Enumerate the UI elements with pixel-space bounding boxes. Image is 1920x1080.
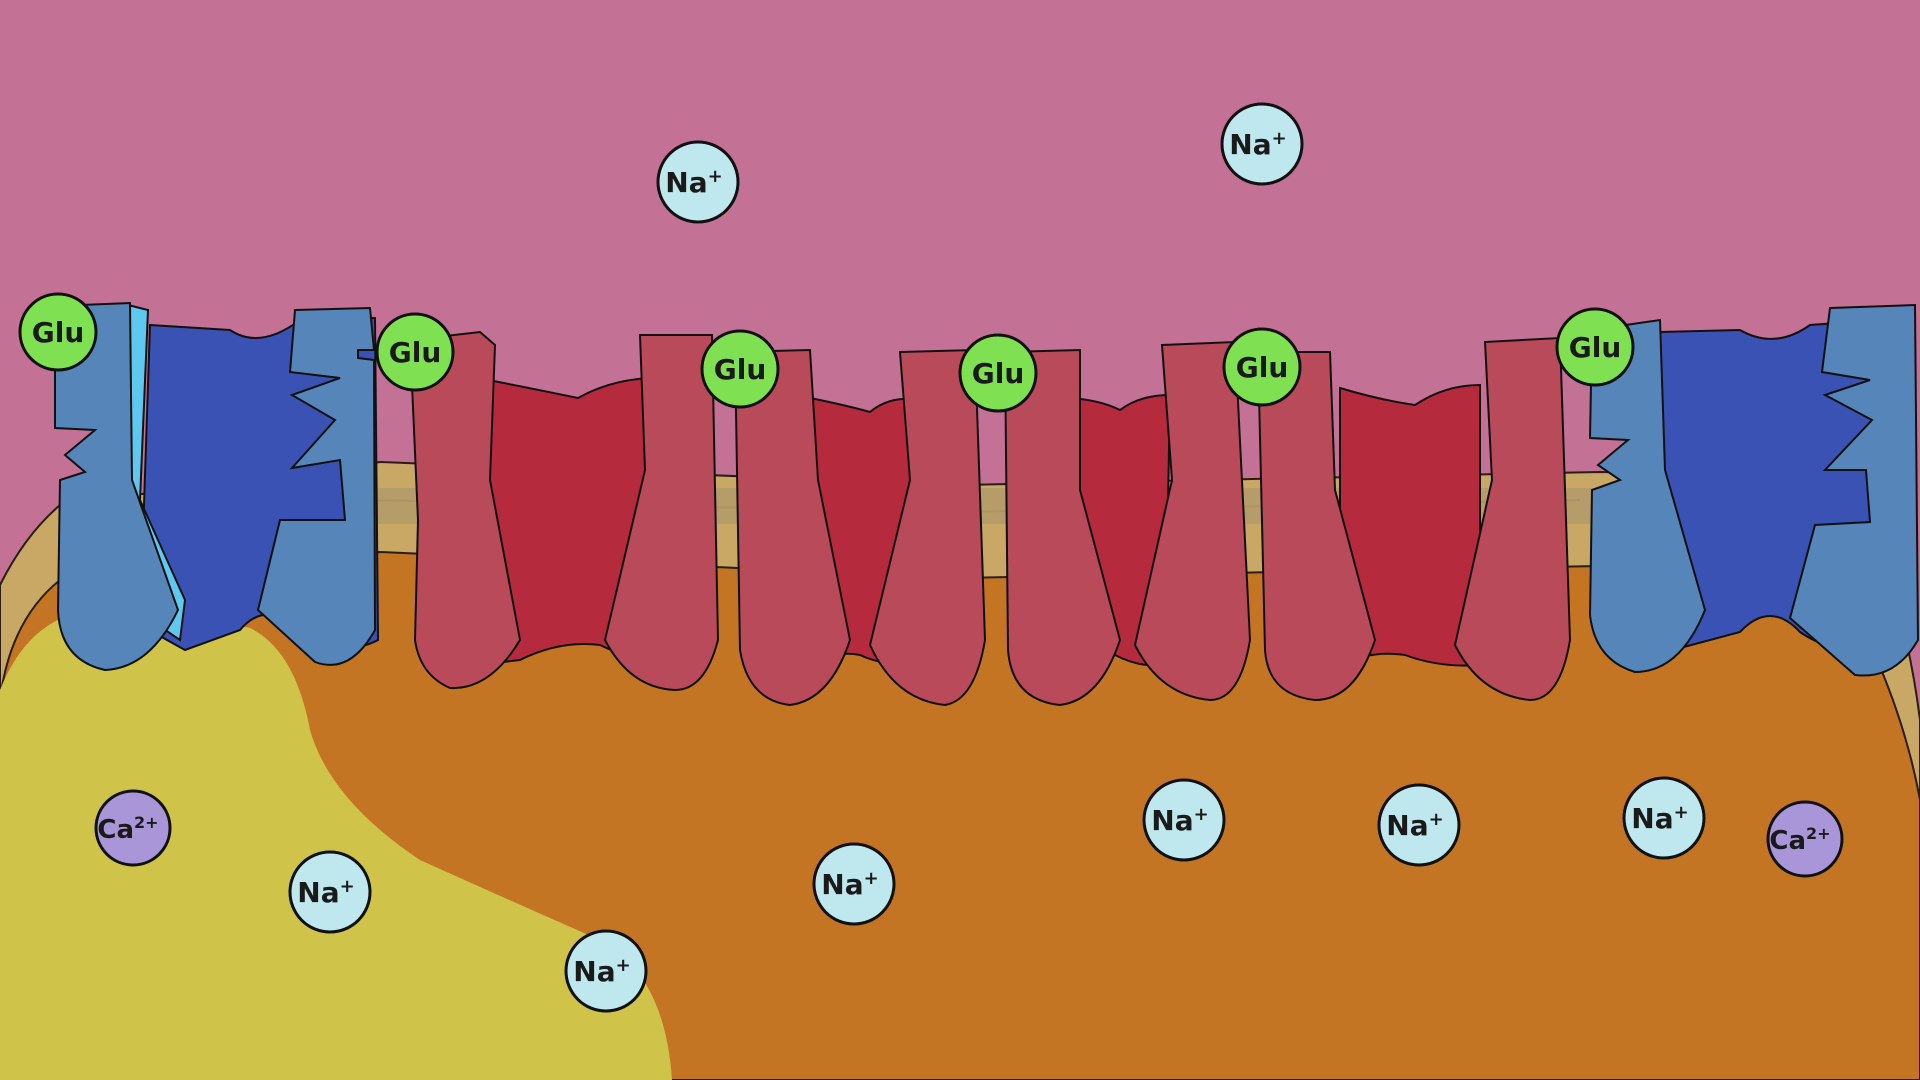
receptor-red-1-left	[408, 330, 522, 690]
sodium-ion-icon: Na+	[812, 842, 896, 926]
receptor-blue-left	[54, 301, 380, 672]
sodium-charge: +	[340, 876, 355, 897]
glutamate-molecule-icon: Glu	[700, 329, 780, 409]
calcium-ion-icon: Ca2+	[1766, 800, 1844, 878]
svg-text:Na+: Na+	[1229, 128, 1286, 161]
sodium-ion-icon: Na+	[564, 929, 648, 1013]
sodium-charge: +	[708, 166, 723, 187]
glutamate-label: Glu	[32, 316, 85, 349]
glutamate-label: Glu	[389, 336, 442, 369]
sodium-charge: +	[864, 868, 879, 889]
glutamate-molecule-icon: Glu	[1555, 307, 1635, 387]
receptor-red-4	[1256, 336, 1572, 702]
receptor-red-1	[408, 330, 720, 692]
sodium-ion-icon: Na+	[1220, 102, 1304, 186]
glutamate-molecule-icon: Glu	[1222, 327, 1302, 407]
glutamate-label: Glu	[972, 357, 1025, 390]
sodium-symbol: Na	[821, 868, 863, 901]
svg-text:Ca2+: Ca2+	[97, 813, 158, 845]
sodium-ion-icon: Na+	[288, 850, 372, 934]
sodium-charge: +	[1674, 802, 1689, 823]
receptor-red-3-left	[1003, 348, 1122, 707]
calcium-charge: 2+	[134, 813, 159, 832]
sodium-ion-icon: Na+	[656, 140, 740, 224]
calcium-ion-icon: Ca2+	[94, 789, 172, 867]
svg-text:Na+: Na+	[665, 166, 722, 199]
receptor-blue-right	[1588, 303, 1920, 677]
receptor-red-2	[733, 348, 987, 707]
sodium-charge: +	[1272, 128, 1287, 149]
sodium-charge: +	[616, 955, 631, 976]
receptor-blue-right-wall-b	[1788, 303, 1920, 677]
calcium-charge: 2+	[1806, 824, 1831, 843]
sodium-symbol: Na	[1386, 809, 1428, 842]
svg-text:Na+: Na+	[1151, 804, 1208, 837]
sodium-charge: +	[1429, 809, 1444, 830]
glutamate-molecule-icon: Glu	[375, 312, 455, 392]
sodium-symbol: Na	[1229, 128, 1271, 161]
sodium-ion-icon: Na+	[1142, 778, 1226, 862]
receptor-red-2-left	[733, 348, 852, 707]
sodium-ion-icon: Na+	[1377, 783, 1461, 867]
calcium-symbol: Ca	[97, 815, 134, 845]
receptor-red-4-right	[1453, 336, 1572, 702]
receptor-blue-right-wall-a	[1588, 318, 1707, 674]
svg-text:Na+: Na+	[821, 868, 878, 901]
receptor-red-4-left	[1256, 351, 1377, 702]
svg-text:Na+: Na+	[573, 955, 630, 988]
sodium-symbol: Na	[1151, 804, 1193, 837]
receptor-blue-left-wall-b	[256, 306, 377, 666]
sodium-symbol: Na	[665, 166, 707, 199]
nucleus	[0, 610, 672, 1080]
sodium-symbol: Na	[573, 955, 615, 988]
receptor-red-2-right	[868, 348, 987, 707]
sodium-symbol: Na	[1631, 802, 1673, 835]
glutamate-molecule-icon: Glu	[958, 333, 1038, 413]
receptor-red-3	[1003, 340, 1252, 707]
receptor-blue-left-wall-a	[54, 301, 180, 672]
calcium-symbol: Ca	[1769, 826, 1806, 856]
sodium-charge: +	[1194, 804, 1209, 825]
receptor-red-3-right	[1133, 340, 1252, 702]
svg-text:Na+: Na+	[1631, 802, 1688, 835]
svg-text:Ca2+: Ca2+	[1769, 824, 1830, 856]
glutamate-label: Glu	[1236, 351, 1289, 384]
glutamate-label: Glu	[714, 353, 767, 386]
receptor-red-1-right	[603, 334, 720, 692]
glutamate-molecule-icon: Glu	[18, 292, 98, 372]
glutamate-label: Glu	[1569, 331, 1622, 364]
sodium-ion-icon: Na+	[1622, 776, 1706, 860]
svg-text:Na+: Na+	[297, 876, 354, 909]
svg-text:Na+: Na+	[1386, 809, 1443, 842]
sodium-symbol: Na	[297, 876, 339, 909]
